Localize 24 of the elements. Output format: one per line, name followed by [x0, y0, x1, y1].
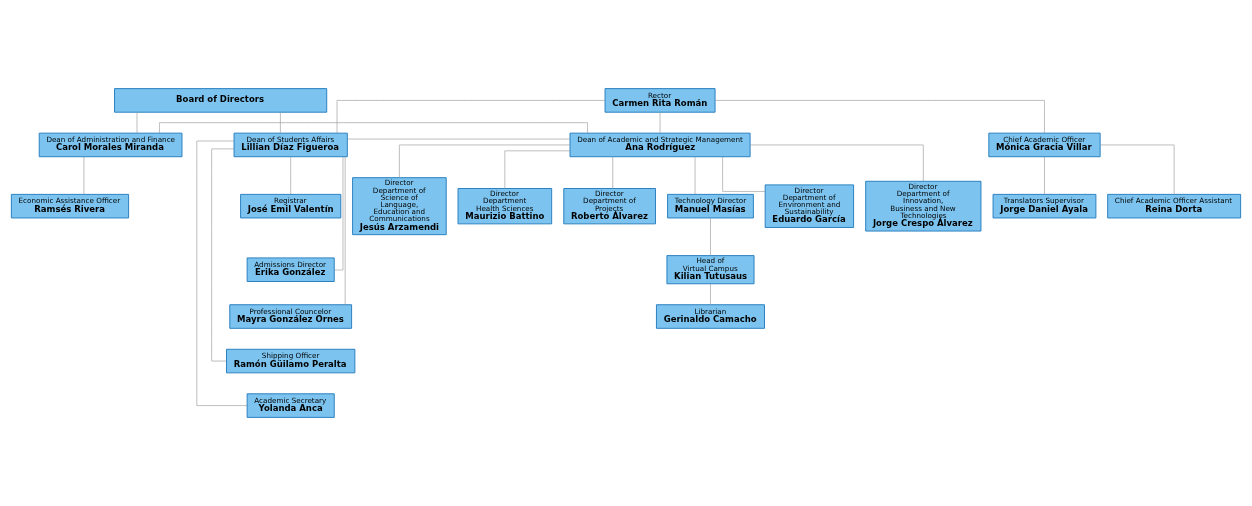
connector	[196, 140, 248, 406]
connector	[714, 100, 1045, 134]
connector	[1099, 144, 1175, 195]
connector	[694, 156, 696, 195]
connector	[722, 156, 766, 192]
connector	[659, 112, 661, 134]
connector	[347, 138, 571, 140]
connector	[344, 156, 346, 305]
connector	[710, 217, 711, 256]
node-box: Board of Directors	[114, 88, 328, 113]
connector	[399, 144, 571, 178]
connector	[504, 150, 571, 189]
connector	[334, 156, 344, 271]
connector	[749, 144, 924, 182]
connector	[211, 148, 235, 362]
connector	[159, 122, 588, 134]
connector	[280, 112, 281, 134]
connector	[83, 156, 85, 195]
connector	[136, 112, 138, 134]
connector	[710, 283, 711, 305]
connector	[612, 156, 614, 189]
connector	[1044, 156, 1045, 195]
connector	[336, 100, 606, 134]
connector	[290, 156, 291, 195]
